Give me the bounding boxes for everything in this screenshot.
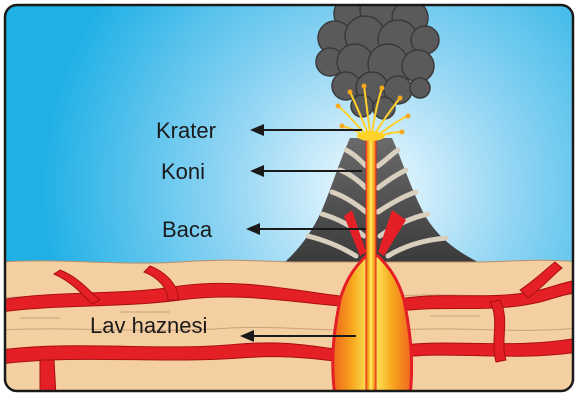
vent-conduit — [366, 140, 376, 396]
vent-label: Baca — [162, 217, 213, 242]
cone-label: Koni — [161, 159, 205, 184]
magma-chamber-label: Lav haznesi — [90, 313, 207, 338]
crater-label: Krater — [156, 118, 216, 143]
